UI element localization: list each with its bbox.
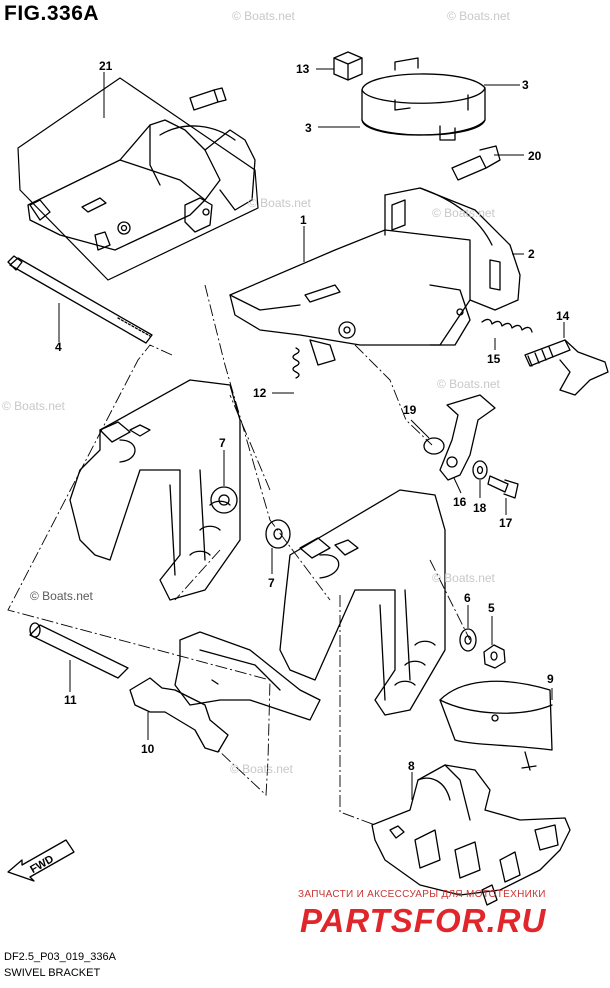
tilt-lever-10-drawing xyxy=(129,631,321,753)
washer-18-drawing xyxy=(472,460,488,480)
bolt-21-drawing xyxy=(189,87,227,111)
part-label-12: 12 xyxy=(253,386,267,400)
figure-title: FIG.336A xyxy=(4,2,100,25)
part-label-13: 13 xyxy=(296,62,310,76)
part-label-14: 14 xyxy=(556,309,570,323)
bushing-3-drawing xyxy=(361,57,486,141)
washer-7-drawing xyxy=(265,519,291,549)
part-label-8: 8 xyxy=(408,759,415,773)
bolt-17-drawing xyxy=(487,475,519,499)
rod-4-drawing xyxy=(7,255,153,344)
plate-9-drawing xyxy=(439,680,553,771)
shop-logo: PARTSFOR.RU xyxy=(300,902,547,939)
part-label-21: 21 xyxy=(99,59,113,73)
pin-11-drawing xyxy=(29,622,129,679)
part-label-4: 4 xyxy=(55,340,62,354)
watermark: © Boats.net xyxy=(432,206,496,220)
bolt-20-drawing xyxy=(451,145,501,181)
part-label-18: 18 xyxy=(473,501,487,515)
leader-lines xyxy=(58,68,565,800)
part-label-5: 5 xyxy=(488,601,495,615)
watermark: © Boats.net xyxy=(248,196,312,210)
spring-15-drawing xyxy=(481,318,533,333)
part-label-3-lower: 3 xyxy=(305,121,312,135)
part-label-20: 20 xyxy=(528,149,542,163)
watermark: © Boats.net xyxy=(432,571,496,585)
part-label-3-upper: 3 xyxy=(522,78,529,92)
watermark: © Boats.net xyxy=(230,762,294,776)
swivel-bracket-right-drawing xyxy=(279,489,446,716)
stern-bracket-8-drawing xyxy=(371,764,571,906)
watermarks: © Boats.net © Boats.net © Boats.net © Bo… xyxy=(2,9,511,776)
fwd-arrow-icon xyxy=(7,839,75,882)
watermark-dark: © Boats.net xyxy=(30,589,94,603)
circlip-16-drawing xyxy=(423,437,445,455)
watermark: © Boats.net xyxy=(232,9,296,23)
part-label-10: 10 xyxy=(141,742,155,756)
part-label-19: 19 xyxy=(403,403,417,417)
part-label-7-upper: 7 xyxy=(219,436,226,450)
lever-19-drawing xyxy=(439,394,496,481)
part-number-labels: 21 13 3 3 20 1 2 4 12 14 15 19 16 18 17 … xyxy=(55,59,570,773)
spring-12-drawing xyxy=(292,347,300,379)
part-label-15: 15 xyxy=(487,352,501,366)
guide-lines xyxy=(7,284,471,826)
nut-5-drawing xyxy=(483,644,506,669)
thumb-screw-14-drawing xyxy=(524,339,609,396)
pad-13-drawing xyxy=(333,51,363,81)
watermark: © Boats.net xyxy=(2,399,66,413)
part-label-2: 2 xyxy=(528,247,535,261)
part-label-9: 9 xyxy=(547,672,554,686)
part-label-11: 11 xyxy=(64,693,77,707)
shop-tagline: ЗАПЧАСТИ И АКСЕССУАРЫ ДЛЯ МОТОТЕХНИКИ xyxy=(298,889,546,900)
assembly-21-outline xyxy=(17,77,259,281)
part-label-17: 17 xyxy=(499,516,513,530)
part-label-6: 6 xyxy=(464,591,471,605)
clamp-bracket-1-drawing xyxy=(229,187,521,366)
swivel-assembly-21-drawing xyxy=(27,119,256,251)
diagram-caption: SWIVEL BRACKET xyxy=(4,967,101,979)
washer-6-drawing xyxy=(459,628,477,652)
swivel-bracket-left-drawing xyxy=(69,379,241,601)
fwd-label: FWD xyxy=(28,853,56,876)
part-label-16: 16 xyxy=(453,495,467,509)
diagram-code: DF2.5_P03_019_336A xyxy=(4,951,116,963)
part-label-1: 1 xyxy=(300,213,307,227)
part-label-7-lower: 7 xyxy=(268,576,275,590)
watermark: © Boats.net xyxy=(447,9,511,23)
watermark: © Boats.net xyxy=(437,377,501,391)
